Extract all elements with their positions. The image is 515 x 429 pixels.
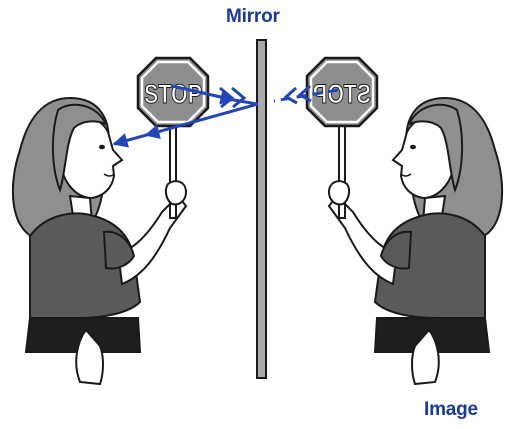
mirror-label: Mirror [226, 6, 280, 28]
image-label: Image [424, 399, 478, 421]
real-ray-chevron-2 [232, 88, 244, 107]
real-person: STOP [13, 58, 208, 384]
virtual-ray-chevron-1 [286, 88, 297, 103]
ray-mirror-to-eye-mid [146, 132, 158, 135]
mirror [257, 40, 266, 378]
mirror-image-person: STOP [307, 58, 502, 384]
real-sign-text: STOP [144, 79, 202, 109]
